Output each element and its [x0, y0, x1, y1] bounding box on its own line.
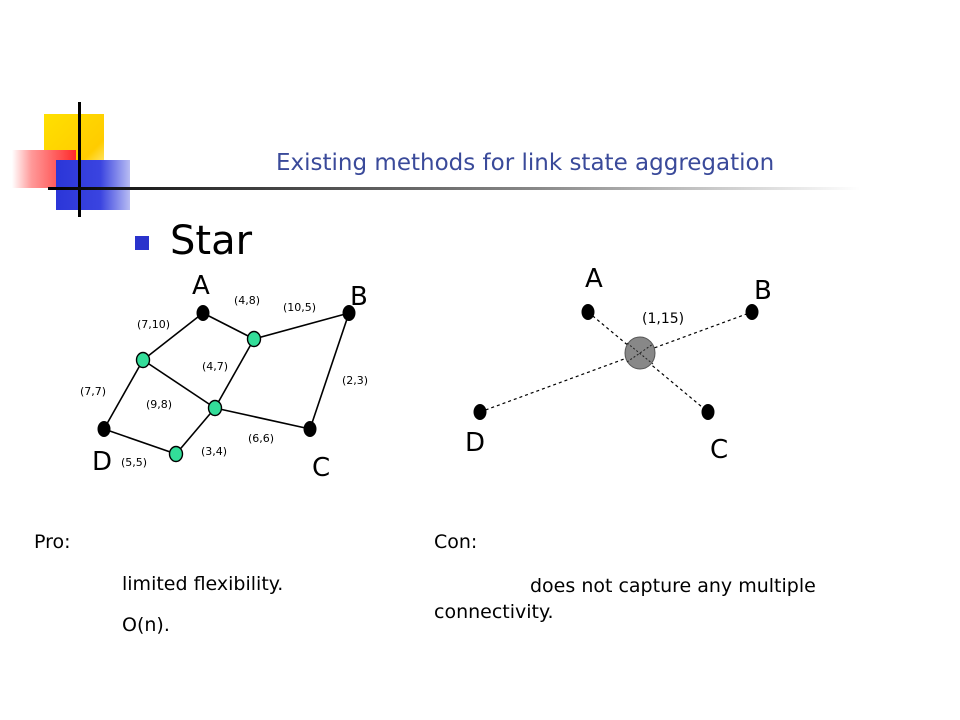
- edge-d-g4: [103, 428, 177, 455]
- con-label: Con:: [434, 531, 478, 553]
- node-d: [97, 421, 111, 437]
- right-node-label-b: B: [754, 276, 772, 306]
- edge-label: (4,8): [234, 294, 261, 307]
- center-edge-label: (1,15): [642, 311, 685, 327]
- right-node-label-c: C: [710, 435, 729, 465]
- left-graph-nodes: [97, 305, 356, 437]
- border-node-4: [168, 445, 184, 463]
- star-node-a: [581, 304, 595, 320]
- bullet-icon: [135, 236, 149, 250]
- con-text: does not capture any multiple connectivi…: [434, 575, 816, 623]
- title-underline: [48, 187, 860, 190]
- left-node-label-d: D: [92, 447, 113, 477]
- right-graph-nodes: [473, 304, 759, 420]
- node-b: [342, 305, 356, 321]
- edge-g3-g4: [175, 407, 216, 455]
- edge-g1-d: [103, 359, 144, 430]
- edge-label: (7,7): [80, 385, 107, 398]
- right-graph-center: [624, 336, 656, 370]
- pro-label: Pro:: [34, 531, 71, 553]
- decor-blue-square: [56, 160, 130, 210]
- spoke-d-b: [479, 311, 753, 413]
- left-node-label-a: A: [192, 271, 210, 301]
- edge-label: (10,5): [283, 301, 317, 314]
- left-node-label-c: C: [312, 453, 331, 483]
- edge-a-g2: [202, 312, 255, 340]
- right-graph-spokes: [479, 311, 753, 413]
- edge-label: (3,4): [201, 445, 228, 458]
- border-node-1: [135, 351, 151, 369]
- border-node-2: [246, 330, 262, 348]
- star-node-b: [745, 304, 759, 320]
- edge-b-c: [309, 312, 350, 430]
- edge-g1-g3: [142, 359, 216, 409]
- edge-label: (5,5): [121, 456, 148, 469]
- edge-g2-b: [253, 312, 350, 340]
- right-node-label-d: D: [465, 428, 486, 458]
- pro-item: O(n).: [122, 614, 170, 636]
- edge-label: (9,8): [146, 398, 173, 411]
- slide-title: Existing methods for link state aggregat…: [276, 150, 775, 176]
- node-c: [303, 421, 317, 437]
- border-node-3: [207, 399, 223, 417]
- node-a: [196, 305, 210, 321]
- edge-label: (4,7): [202, 360, 229, 373]
- edge-label: (2,3): [342, 374, 369, 387]
- left-node-label-b: B: [350, 282, 368, 312]
- star-node-d: [473, 404, 487, 420]
- edge-label: (7,10): [137, 318, 171, 331]
- slide-heading: Star: [170, 218, 253, 264]
- edge-a-g1: [142, 312, 204, 361]
- star-node-c: [701, 404, 715, 420]
- decor-vertical-line: [78, 102, 81, 217]
- edge-g2-g3: [214, 338, 255, 409]
- left-graph-border-nodes: [135, 330, 262, 463]
- edge-g3-c: [214, 407, 311, 430]
- edge-label: (6,6): [248, 432, 275, 445]
- pro-item: limited flexibility.: [122, 573, 284, 595]
- right-node-label-a: A: [585, 264, 603, 294]
- left-graph-edges: [103, 312, 350, 455]
